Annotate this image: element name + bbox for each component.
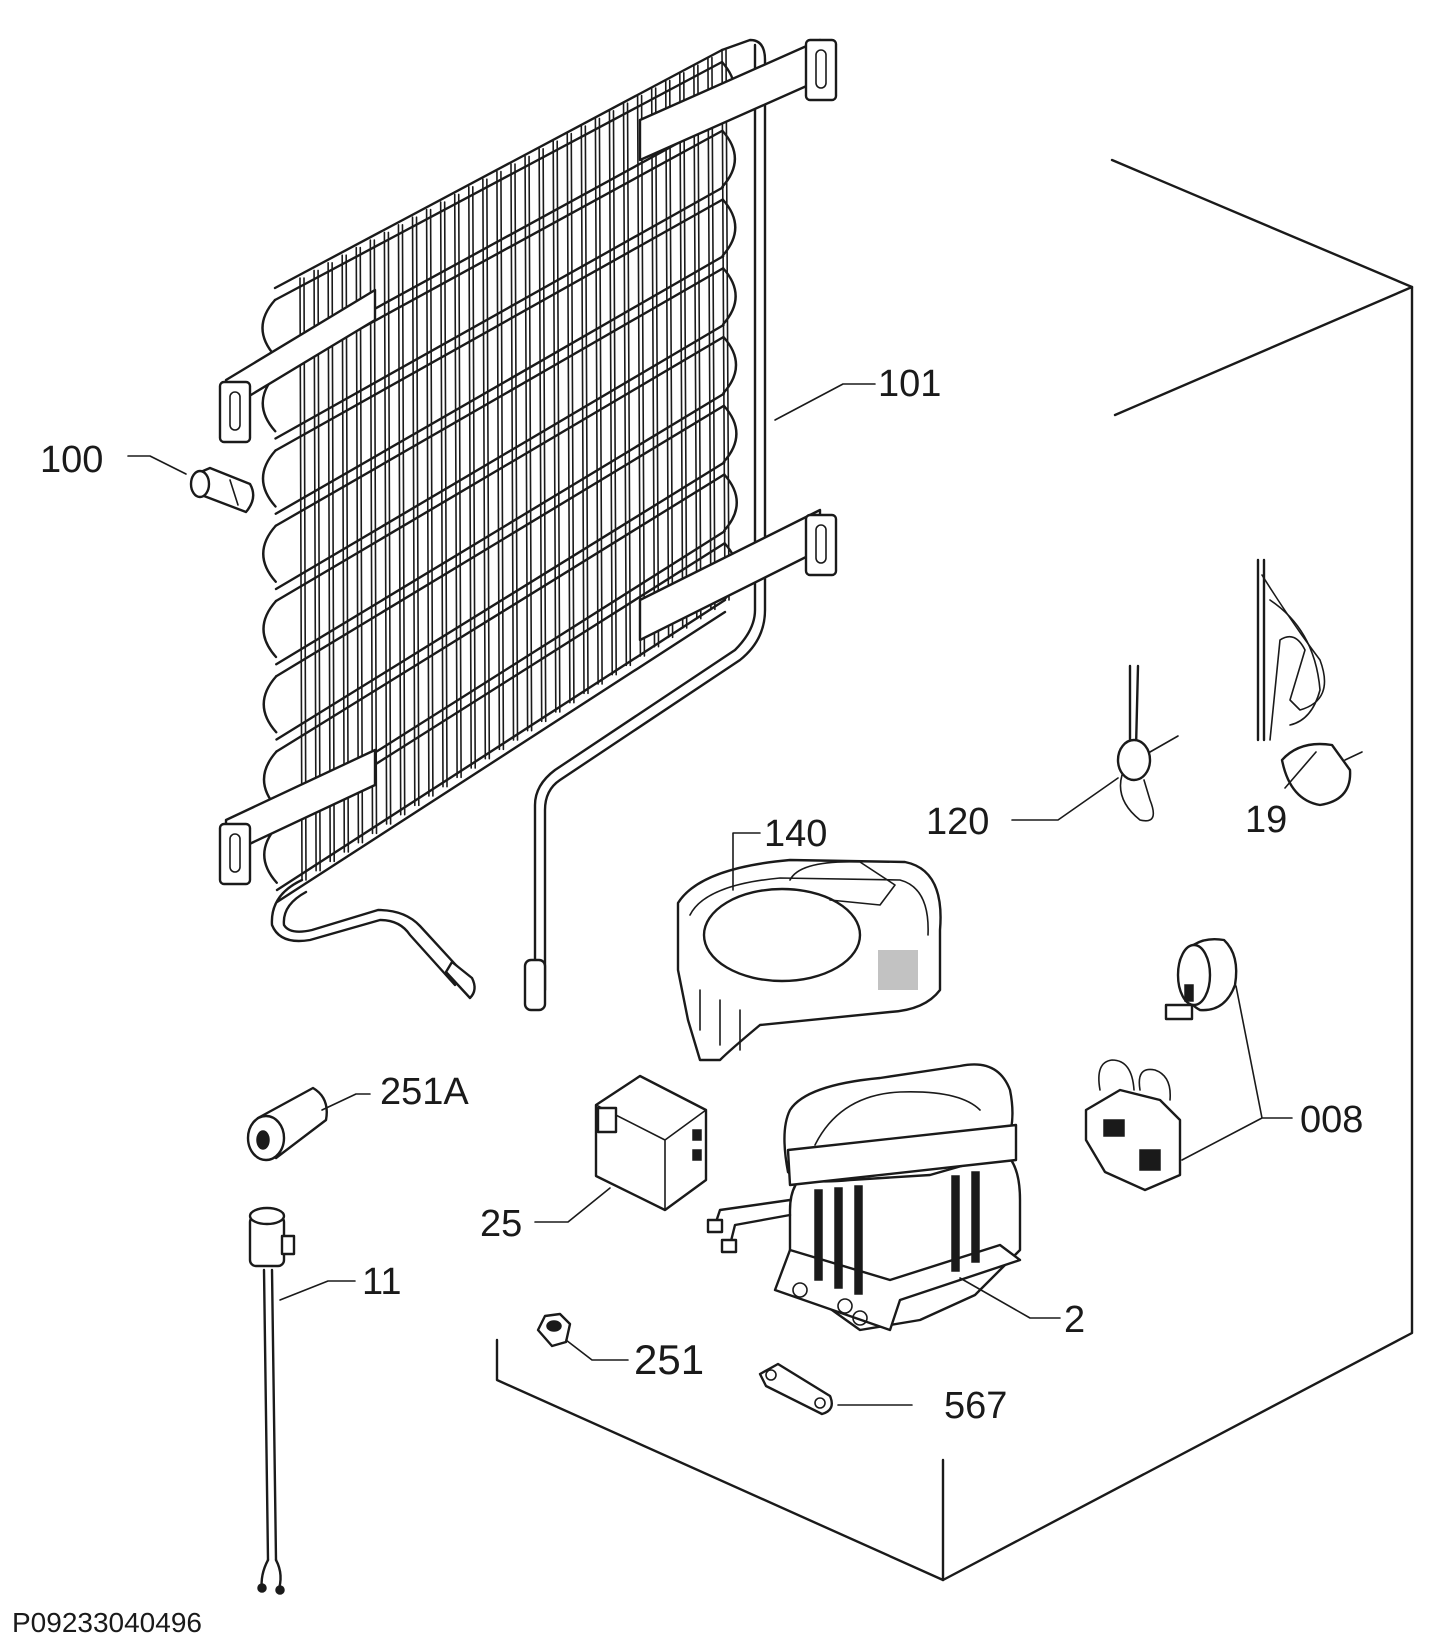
callout-251a: 251A [380,1071,469,1113]
condenser-coil [218,38,838,1012]
callout-labels: 100 101 140 120 19 251A 008 25 11 2 251 … [40,363,1363,1427]
callout-100: 100 [40,439,103,481]
callout-140: 140 [764,813,827,855]
part-11-sensor [248,1206,296,1595]
callout-11: 11 [362,1261,401,1303]
part-140-tray [676,858,942,1062]
cabinet-outline [495,158,1414,1582]
callout-101: 101 [878,363,941,405]
callout-008: 008 [1300,1099,1363,1141]
callout-120: 120 [926,801,989,843]
compressor-ribs [814,1171,980,1295]
part-251-nut [536,1312,572,1348]
part-19-coiled-cord [1256,558,1363,807]
part-008-relay-overload [1084,938,1238,1192]
callout-25: 25 [480,1203,522,1245]
callout-19: 19 [1245,799,1287,841]
document-code: P09233040496 [12,1607,202,1638]
part-251a-grommet [246,1086,328,1162]
leader-lines [127,383,1317,1406]
part-100-sleeve [189,466,255,514]
callout-567: 567 [944,1385,1007,1427]
part-120-pin [1116,664,1179,822]
callout-2: 2 [1064,1299,1085,1341]
callout-251: 251 [634,1336,704,1383]
part-2-compressor [706,1063,1022,1332]
part-25-relay [594,1074,708,1212]
part-567-clip [758,1362,833,1416]
